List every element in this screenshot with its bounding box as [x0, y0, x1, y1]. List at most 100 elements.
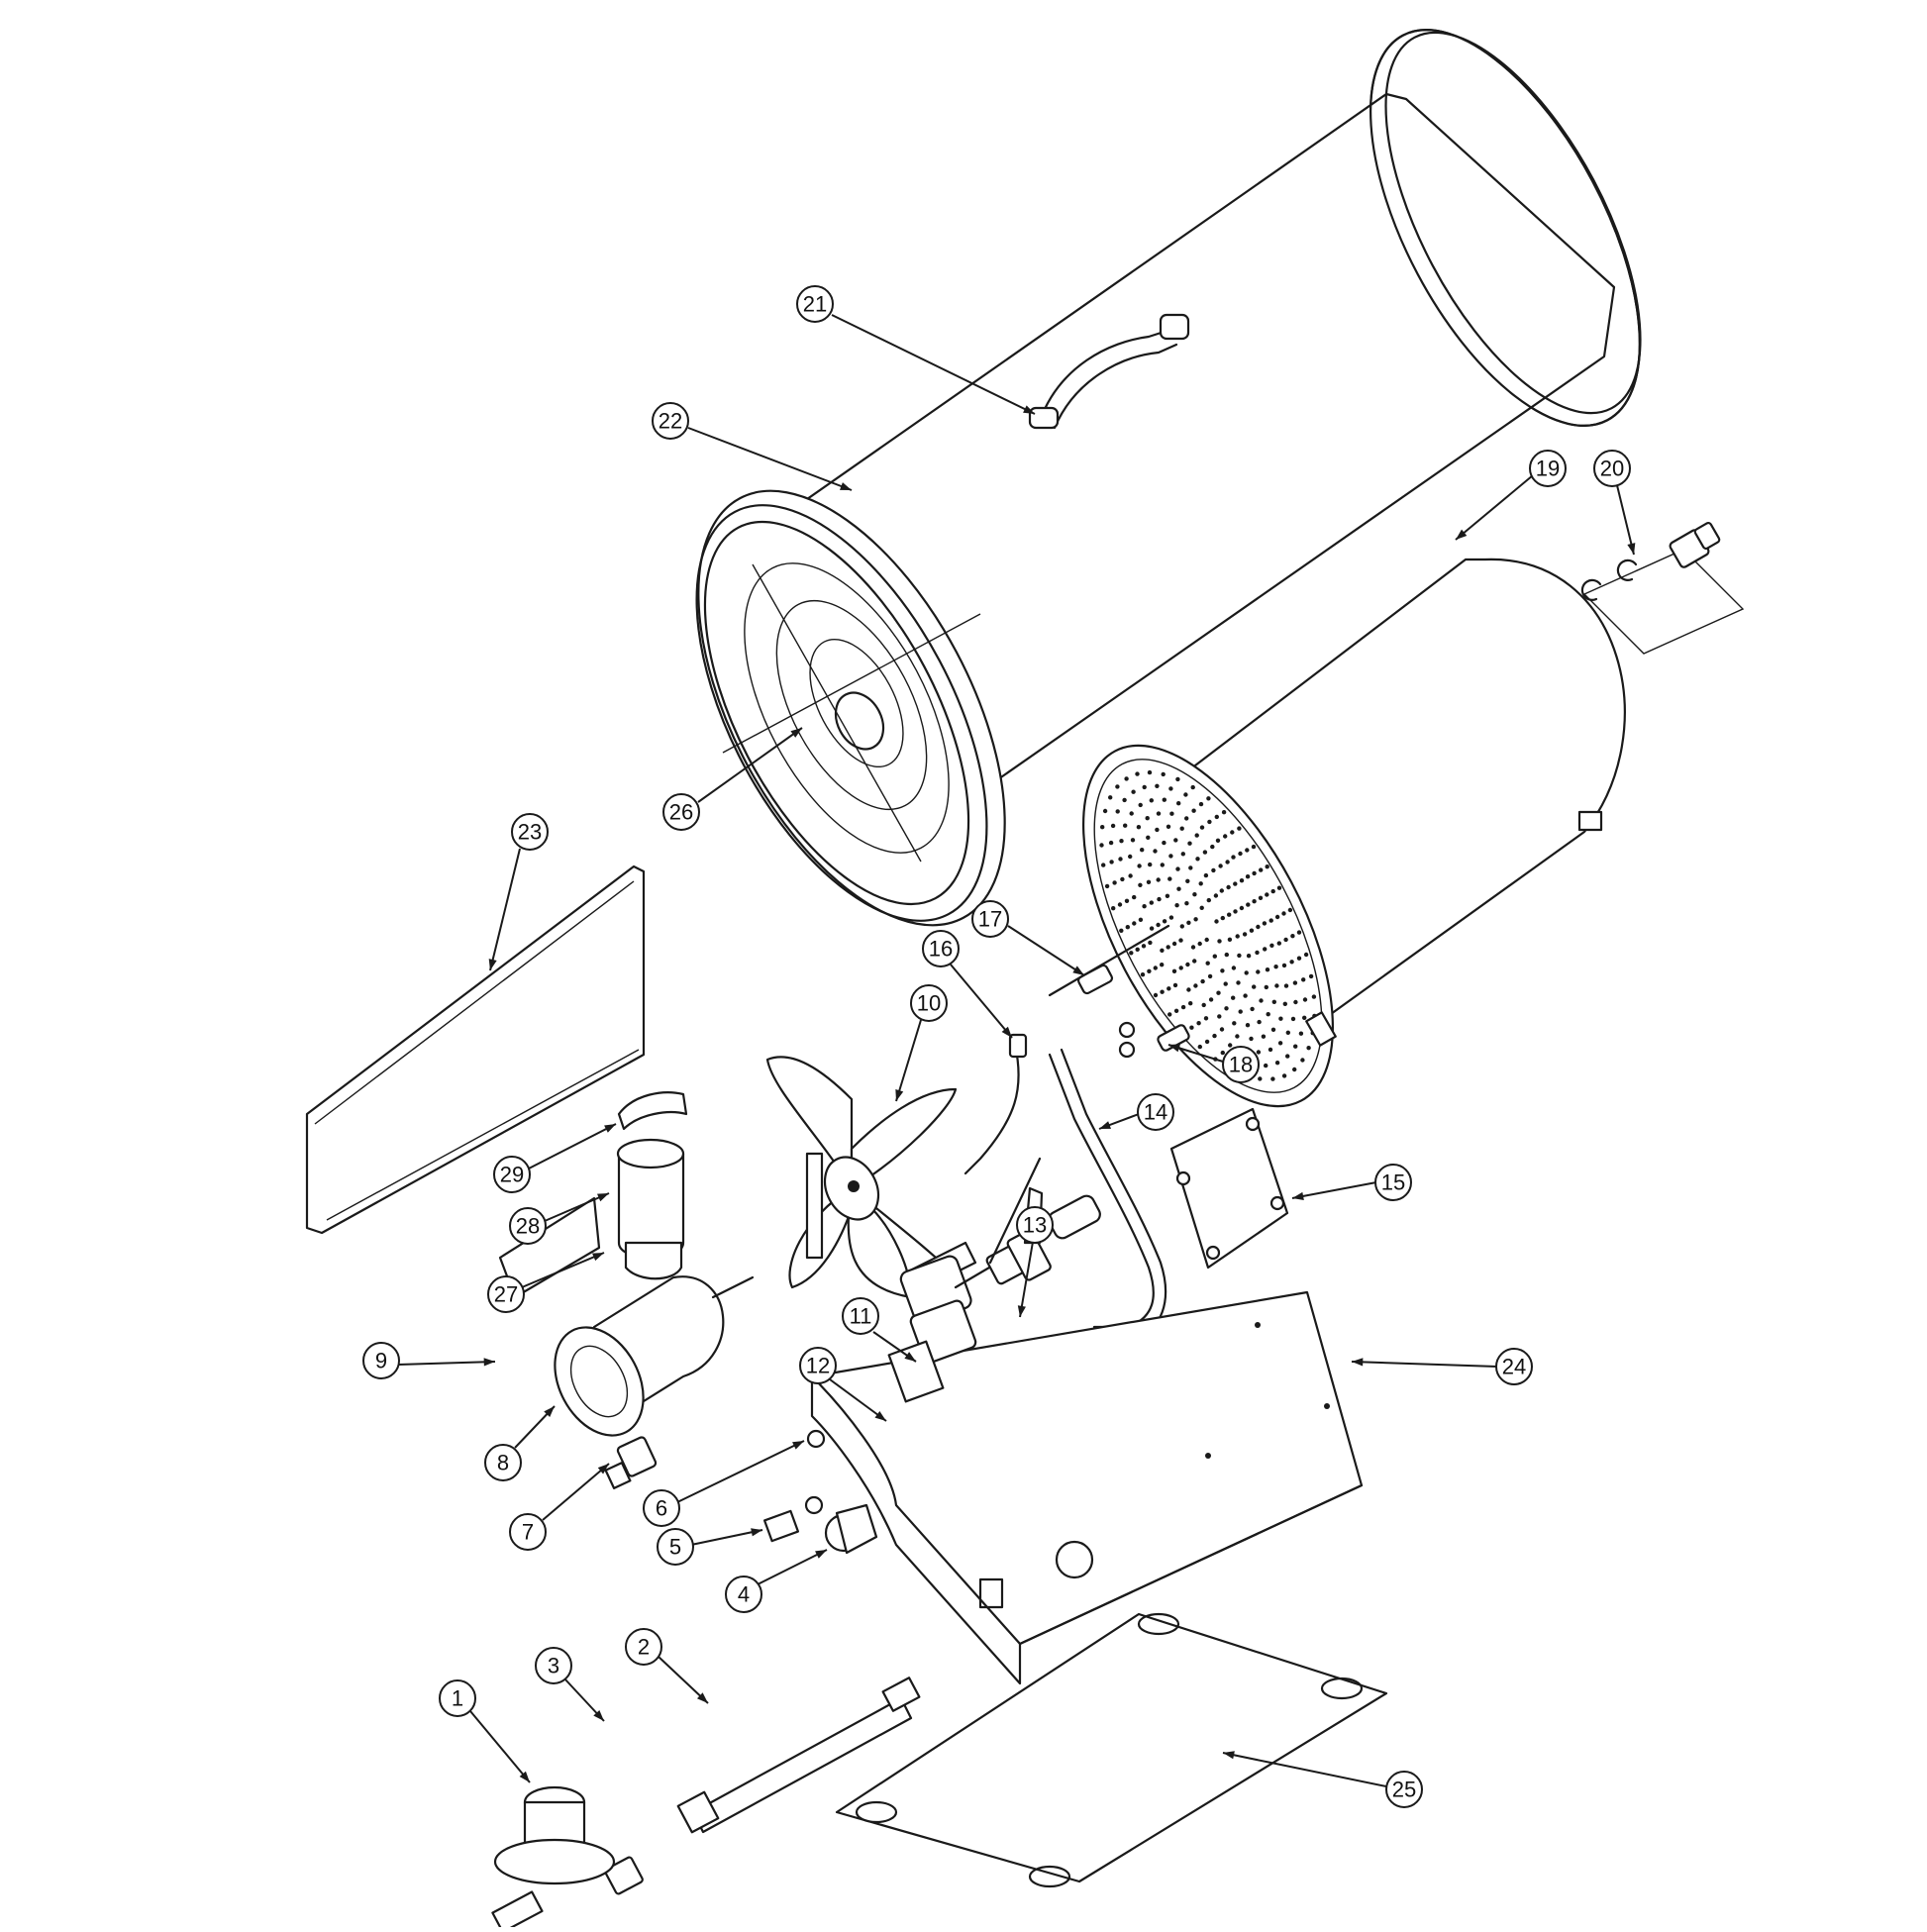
callout-23: 23 [511, 813, 549, 851]
perforation-hole [1206, 897, 1212, 903]
perforation-hole [1243, 993, 1248, 998]
combustion-chamber [1081, 558, 1626, 1108]
perforation-hole [1200, 978, 1205, 984]
perforation-hole [1161, 771, 1166, 777]
perforation-hole [1306, 1046, 1311, 1051]
perforation-hole [1223, 834, 1228, 839]
perforation-hole [1259, 867, 1264, 872]
perforation-hole [1276, 941, 1282, 946]
perforation-hole [1109, 860, 1114, 864]
perforation-hole [1301, 977, 1306, 982]
perforation-hole [1298, 1031, 1304, 1036]
perforation-hole [1138, 802, 1143, 808]
callout-21: 21 [796, 285, 834, 323]
bottom-plate [835, 1612, 1388, 1888]
perforation-hole [1124, 898, 1130, 903]
perforation-hole [1220, 1050, 1226, 1056]
perforation-hole [1221, 810, 1227, 815]
callout-label: 17 [978, 907, 1002, 932]
callout-label: 27 [494, 1282, 518, 1307]
perforation-hole [1137, 864, 1142, 868]
perforation-hole [1264, 1063, 1268, 1068]
perforation-hole [1258, 1076, 1263, 1081]
callout-leaders [397, 314, 1636, 1787]
leader-arrowhead [751, 1528, 762, 1537]
leader-line [829, 1378, 887, 1422]
perforation-hole [1302, 997, 1308, 1002]
perforation-hole [1239, 878, 1245, 883]
leader-line [658, 1656, 709, 1704]
perforation-hole [1171, 941, 1177, 947]
perforation-hole [1237, 953, 1242, 959]
perforation-hole [1115, 784, 1120, 789]
perforation-hole [1149, 798, 1155, 803]
perforation-hole [1238, 851, 1243, 857]
callout-label: 14 [1144, 1100, 1167, 1125]
leader-line [757, 1549, 828, 1585]
perforation-hole [1268, 918, 1273, 923]
perforation-hole [1263, 947, 1268, 952]
perforation-hole [1189, 1025, 1194, 1030]
callout-label: 18 [1229, 1053, 1253, 1077]
leader-arrowhead [1292, 1191, 1304, 1200]
perforation-hole [1237, 826, 1242, 831]
leader-line [895, 1019, 922, 1102]
callout-4: 4 [725, 1576, 762, 1613]
perforation-hole [1252, 899, 1257, 904]
leader-line [697, 727, 803, 803]
callout-label: 15 [1381, 1170, 1405, 1195]
perforation-hole [1245, 848, 1250, 853]
callout-8: 8 [484, 1444, 522, 1481]
leader-line [489, 848, 521, 971]
perforation-hole [1244, 970, 1249, 975]
perforation-hole [1122, 797, 1127, 803]
perforation-hole [1226, 884, 1231, 890]
leader-arrowhead [597, 1193, 609, 1202]
perforation-hole [1165, 893, 1170, 898]
leader-line [1222, 1752, 1387, 1787]
perforation-hole [1184, 901, 1189, 906]
perforation-hole [1167, 876, 1172, 881]
callout-19: 19 [1529, 450, 1567, 487]
callout-17: 17 [971, 900, 1009, 938]
perforation-hole [1100, 825, 1105, 830]
perforation-hole [1207, 819, 1212, 825]
callout-6: 6 [643, 1489, 680, 1527]
perforation-hole [1136, 825, 1142, 830]
perforation-hole [1270, 888, 1275, 894]
callout-9: 9 [362, 1342, 400, 1379]
leader-line [1019, 1241, 1034, 1318]
callout-label: 20 [1600, 457, 1624, 481]
leader-line [1291, 1181, 1377, 1199]
perforation-hole [1162, 840, 1166, 846]
perforation-hole [1219, 888, 1225, 893]
leader-line [542, 1463, 610, 1521]
perforation-hole [1156, 811, 1162, 816]
perforation-hole [1101, 863, 1106, 867]
callout-label: 24 [1502, 1355, 1526, 1379]
callout-label: 11 [850, 1304, 872, 1329]
perforation-hole [1278, 1016, 1283, 1021]
leader-arrowhead [488, 959, 497, 970]
callout-29: 29 [493, 1156, 531, 1193]
perforation-hole [1178, 938, 1183, 943]
perforation-hole [1203, 872, 1209, 878]
perforation-hole [1135, 771, 1140, 776]
perforation-hole [1281, 963, 1287, 968]
perforation-hole [1185, 878, 1190, 883]
callout-label: 25 [1392, 1778, 1416, 1802]
perforation-hole [1252, 870, 1257, 876]
perforation-hole [1296, 930, 1302, 935]
callout-label: 9 [375, 1349, 387, 1373]
perforation-hole [1233, 881, 1238, 886]
carry-handle [1028, 313, 1190, 430]
perforation-hole [1228, 1043, 1233, 1048]
callout-26: 26 [662, 793, 700, 831]
perforation-hole [1227, 912, 1232, 917]
leader-arrowhead [696, 1692, 708, 1703]
perforation-hole [1145, 816, 1150, 821]
perforation-hole [1157, 896, 1162, 902]
perforation-hole [1187, 841, 1192, 846]
perforation-hole [1210, 844, 1215, 850]
leader-line [1616, 484, 1635, 556]
